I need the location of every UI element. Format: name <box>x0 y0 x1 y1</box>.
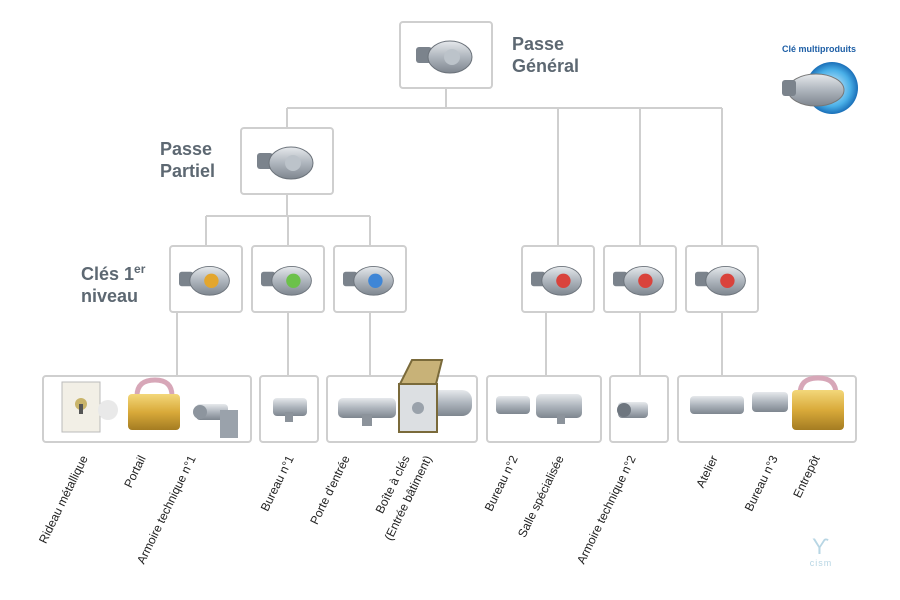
multiproduct-label: Clé multiproduits <box>782 44 856 54</box>
logo-text: cism <box>809 558 833 568</box>
euro-cylinder-icon <box>690 392 788 414</box>
location-label: Armoire technique n°2 <box>574 453 639 566</box>
key-switch-icon <box>61 381 118 433</box>
key-icon <box>416 40 473 74</box>
key-icon <box>179 265 230 296</box>
location-label: Bureau n°2 <box>482 453 521 514</box>
passe-partiel-title: Passe Partiel <box>160 138 215 182</box>
location-label: Entrepôt <box>790 453 823 501</box>
location-label: Portail <box>121 453 148 490</box>
title-line: Passe <box>512 34 565 54</box>
key-icon <box>695 265 746 296</box>
cam-lock-icon <box>193 404 238 438</box>
cles-niveau-title: Clés 1er niveau <box>81 258 145 307</box>
location-label: Bureau n°3 <box>742 453 781 514</box>
key-icon <box>261 265 312 296</box>
euro-cylinder-icon <box>273 398 307 422</box>
title-line: niveau <box>81 286 139 306</box>
cism-logo: ϒ cism <box>796 536 846 569</box>
passe-general-title: Passe Général <box>512 33 579 77</box>
key-box-icon <box>398 359 472 433</box>
connector-lines <box>176 88 723 376</box>
title-line: Clés 1 <box>81 264 135 284</box>
key-icon <box>613 265 664 296</box>
padlock-icon <box>128 377 180 430</box>
title-line: Passe <box>160 139 213 159</box>
key-icon <box>531 265 582 296</box>
locks-layer <box>61 359 844 438</box>
location-label: Atelier <box>693 453 720 490</box>
keys-layer <box>179 40 746 296</box>
location-label: Rideau métallique <box>36 453 91 546</box>
key-icon <box>343 265 394 296</box>
key-icon <box>257 146 314 180</box>
location-label: Porte d'entrée <box>307 453 353 527</box>
multiproduct-key-icon <box>782 62 858 114</box>
location-label: Salle spécialisée <box>515 453 567 540</box>
euro-cylinder-icon <box>338 398 396 426</box>
location-label: Bureau n°1 <box>258 453 297 514</box>
euro-cylinder-icon <box>496 394 582 424</box>
title-line: Partiel <box>160 161 216 181</box>
location-label: Armoire technique n°1 <box>134 453 199 566</box>
cam-lock-icon <box>617 402 648 418</box>
padlock-icon <box>792 375 844 430</box>
title-line: Général <box>512 56 580 76</box>
title-superscript: er <box>134 262 146 276</box>
multiproduct-badge: Clé multiproduits <box>764 44 874 54</box>
